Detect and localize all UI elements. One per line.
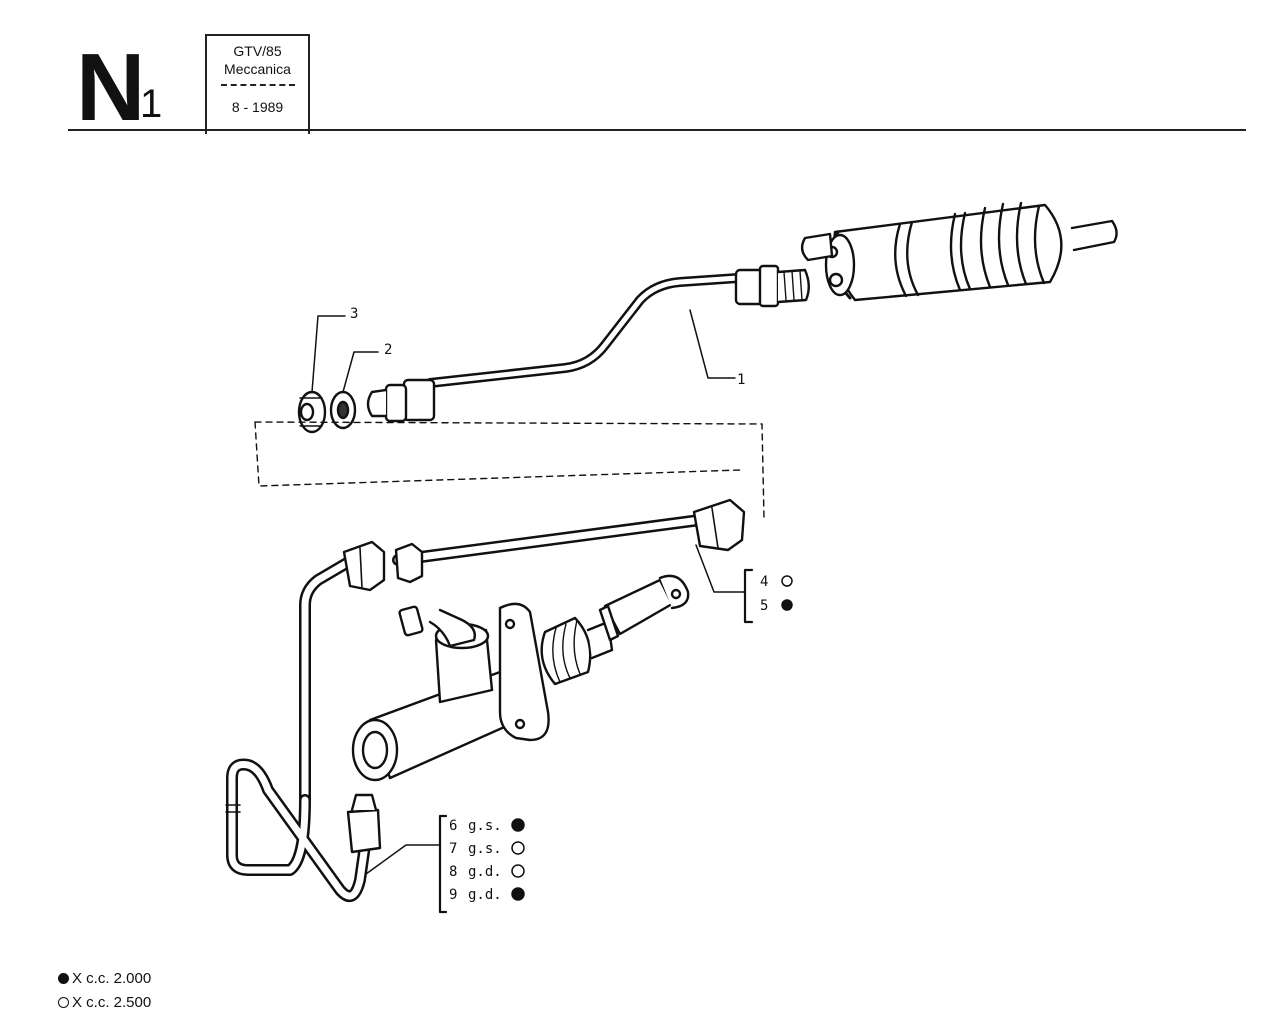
callout-8-text: g.d. xyxy=(468,864,502,880)
callout-7-text: g.s. xyxy=(468,841,502,857)
washer-3 xyxy=(297,390,327,434)
legend-row-open: X c.c. 2.500 xyxy=(58,994,151,1012)
callout-6-text: g.s. xyxy=(468,818,502,834)
callout-leaders xyxy=(311,309,754,914)
header-rule xyxy=(68,129,1246,131)
header-divider xyxy=(220,84,295,86)
pipe-6-9 xyxy=(225,758,382,902)
filled-circle-marker xyxy=(781,599,793,611)
legend-open-text: X c.c. 2.500 xyxy=(72,994,152,1011)
master-cylinder xyxy=(351,574,690,782)
callout-1-number: 1 xyxy=(737,372,745,388)
pipe-1 xyxy=(366,264,810,423)
callout-9-number: 9 xyxy=(449,887,457,903)
legend-filled-text: X c.c. 2.000 xyxy=(72,970,152,987)
callout-5-number: 5 xyxy=(760,598,768,614)
open-circle-marker xyxy=(511,841,525,855)
callout-labels: 1 2 3 4 5 6 g.s. 7 g.s. 8 g.d. 9 g.d. xyxy=(350,306,793,903)
slave-cylinder xyxy=(800,201,1118,302)
model-code: GTV/85 xyxy=(233,43,282,59)
open-circle-marker xyxy=(58,997,69,1008)
issue-date: 8 - 1989 xyxy=(231,99,284,115)
connection-dashed-outline xyxy=(254,421,765,519)
callout-8-number: 8 xyxy=(449,864,457,880)
callout-9-text: g.d. xyxy=(468,887,502,903)
callout-7-number: 7 xyxy=(449,841,457,857)
callout-4-number: 4 xyxy=(760,574,768,590)
pipe-4-5 xyxy=(299,498,746,806)
section-number: 1 xyxy=(140,82,163,126)
model-info-box: GTV/85 Meccanica 8 - 1989 xyxy=(205,34,310,134)
callout-6-number: 6 xyxy=(449,818,457,834)
section-letter: N xyxy=(76,34,145,141)
callout-2-number: 2 xyxy=(384,342,392,358)
legend-row-filled: X c.c. 2.000 xyxy=(58,970,151,988)
category-label: Meccanica xyxy=(224,61,291,77)
filled-circle-marker xyxy=(511,818,525,832)
open-circle-marker xyxy=(781,575,793,587)
filled-circle-marker xyxy=(511,887,525,901)
open-circle-marker xyxy=(511,864,525,878)
callout-3-number: 3 xyxy=(350,306,358,322)
filled-circle-marker xyxy=(58,973,69,984)
